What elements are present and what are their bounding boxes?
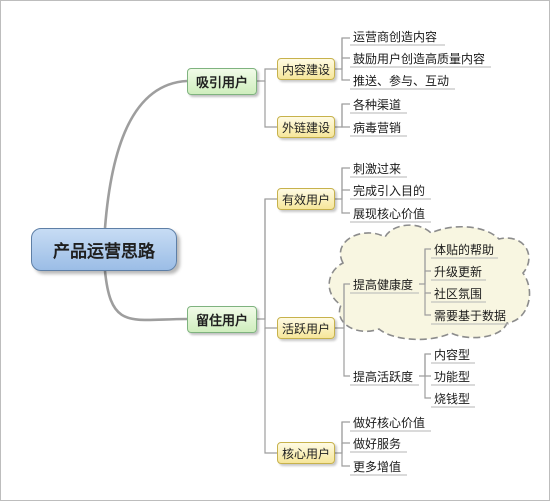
leaf-data-driven[interactable]: 需要基于数据 [434, 309, 507, 323]
leaf-complete-goal[interactable]: 完成引入目的 [353, 184, 426, 198]
leaf-user-content[interactable]: 鼓励用户创造高质量内容 [353, 52, 486, 66]
topic-retain-users[interactable]: 留住用户 [187, 306, 257, 333]
leaf-channels[interactable]: 各种渠道 [353, 98, 402, 112]
subtopic-effective-users[interactable]: 有效用户 [277, 188, 335, 210]
leaf-upgrade-update[interactable]: 升级更新 [434, 265, 483, 279]
leaf-attract-in[interactable]: 刺激过来 [353, 162, 402, 176]
leaf-caring-help[interactable]: 体贴的帮助 [434, 243, 495, 257]
topic-attract-users[interactable]: 吸引用户 [187, 68, 257, 95]
central-topic[interactable]: 产品运营思路 [31, 228, 177, 271]
topic-improve-activity[interactable]: 提高活跃度 [353, 370, 414, 384]
subtopic-core-users[interactable]: 核心用户 [277, 442, 335, 464]
subtopic-link-building[interactable]: 外链建设 [277, 116, 335, 138]
leaf-spending-type[interactable]: 烧钱型 [434, 392, 471, 406]
subtopic-content-building[interactable]: 内容建设 [277, 58, 335, 80]
leaf-content-type[interactable]: 内容型 [434, 348, 471, 362]
topic-improve-health[interactable]: 提高健康度 [353, 278, 414, 292]
leaf-more-value-add[interactable]: 更多增值 [353, 460, 402, 474]
leaf-viral-marketing[interactable]: 病毒营销 [353, 121, 402, 135]
leaf-operator-content[interactable]: 运营商创造内容 [353, 30, 438, 44]
cloud-boundary [328, 224, 531, 341]
leaf-good-service[interactable]: 做好服务 [353, 437, 402, 451]
leaf-show-core-value[interactable]: 展现核心价值 [353, 207, 426, 221]
leaf-community-atmosphere[interactable]: 社区氛围 [434, 287, 483, 301]
subtopic-active-users[interactable]: 活跃用户 [277, 317, 335, 339]
leaf-push-engage[interactable]: 推送、参与、互动 [353, 74, 450, 88]
leaf-core-value[interactable]: 做好核心价值 [353, 416, 426, 430]
leaf-function-type[interactable]: 功能型 [434, 370, 471, 384]
